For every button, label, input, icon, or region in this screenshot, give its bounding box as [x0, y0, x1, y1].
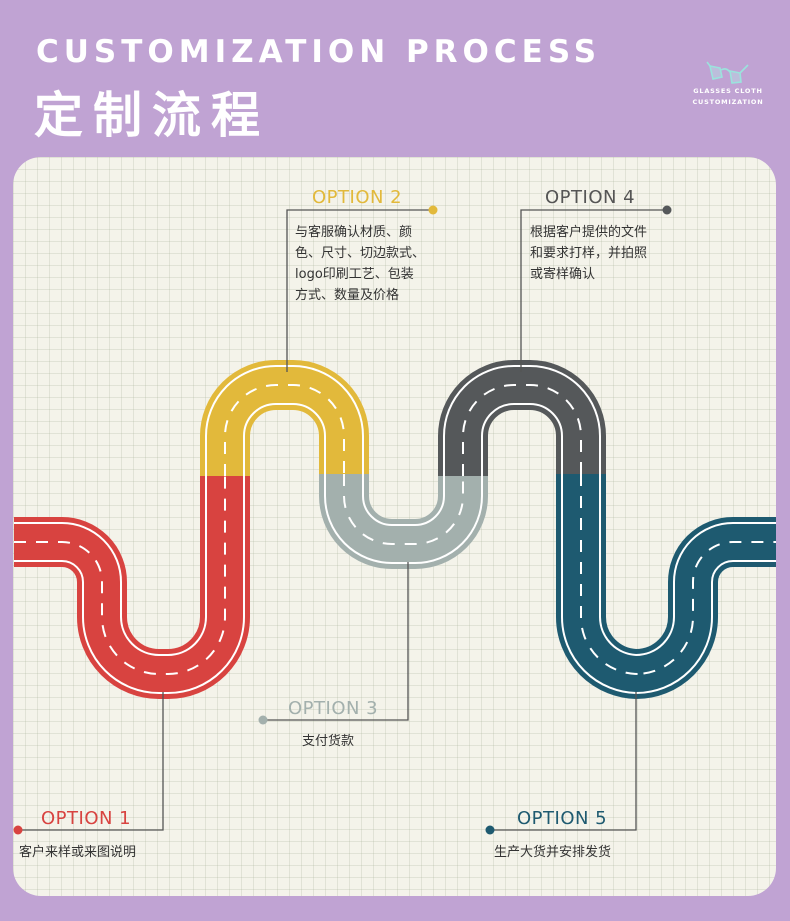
callout-dot-2 — [428, 205, 438, 215]
road-segment-dark-gray — [438, 360, 606, 476]
step-2-title: OPTION 2 — [312, 187, 403, 208]
road-segment-yellow — [200, 360, 369, 476]
glasses-icon — [706, 61, 749, 84]
page-title-en: CUSTOMIZATION PROCESS — [36, 34, 602, 70]
step-2-desc: 与客服确认材质、颜 色、尺寸、切边款式、 logo印刷工艺、包装 方式、数量及价… — [295, 225, 426, 303]
step-5-title: OPTION 5 — [517, 808, 608, 829]
callout-dot-5 — [485, 825, 495, 835]
callout-dot-3 — [258, 715, 268, 725]
callout-dot-4 — [662, 205, 672, 215]
road-segment-red — [14, 475, 250, 699]
callout-line-3 — [263, 562, 409, 721]
brand-line-2: CUSTOMIZATION — [692, 98, 764, 106]
step-3-title: OPTION 3 — [288, 698, 379, 719]
brand-logo: GLASSES CLOTH CUSTOMIZATION — [688, 60, 768, 108]
step-4-title: OPTION 4 — [545, 187, 636, 208]
road-segment-light-gray — [319, 474, 488, 569]
brand-line-1: GLASSES CLOTH — [693, 87, 763, 95]
page-title-cn: 定制流程 — [34, 87, 271, 144]
callout-line-1 — [18, 692, 164, 831]
step-5-desc: 生产大货并安排发货 — [494, 845, 612, 860]
callout-line-4 — [520, 209, 667, 372]
step-4-desc: 根据客户提供的文件 和要求打样，并拍照 或寄样确认 — [530, 225, 648, 282]
step-3-desc: 支付货款 — [302, 734, 355, 749]
road-segment-teal — [556, 474, 776, 699]
step-1-desc: 客户来样或来图说明 — [19, 845, 137, 860]
callout-dot-1 — [13, 825, 23, 835]
callout-line-2 — [286, 209, 433, 372]
step-1-title: OPTION 1 — [41, 808, 132, 829]
callout-line-5 — [490, 692, 637, 831]
